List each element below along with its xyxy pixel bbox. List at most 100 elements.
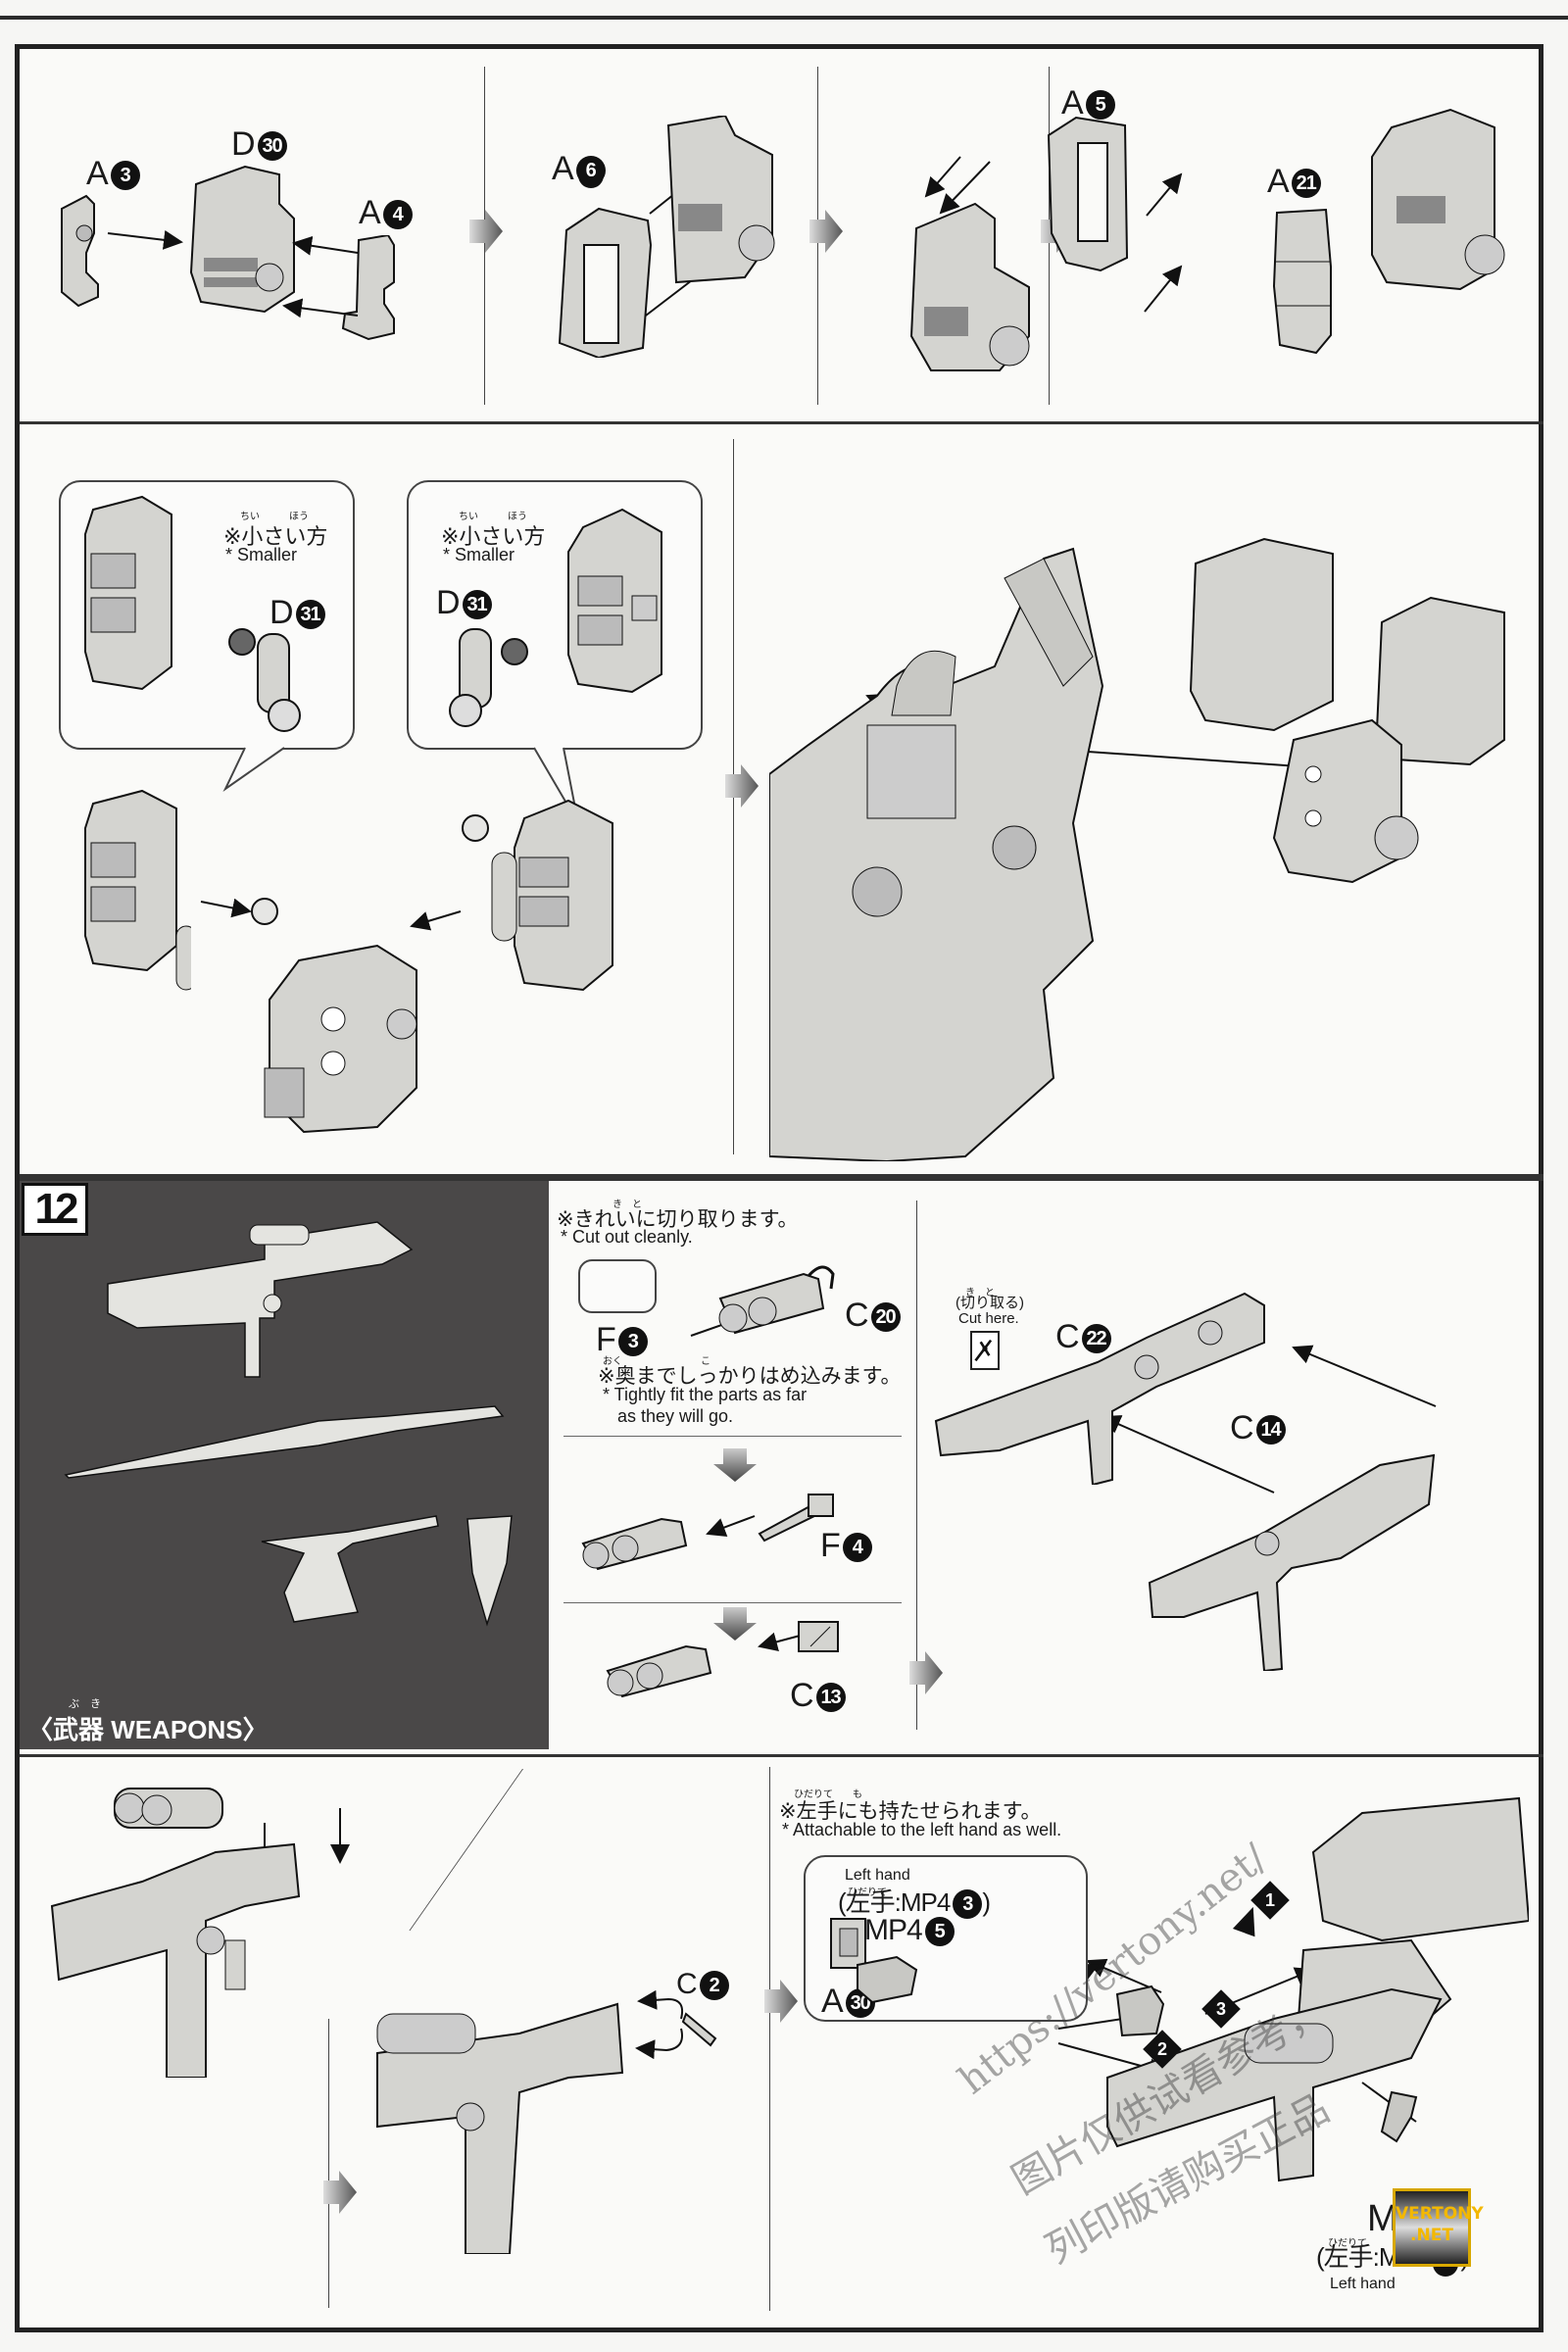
panel-divider	[328, 2019, 329, 2308]
ball-joint-illustration	[500, 637, 529, 666]
section-separator-1	[20, 421, 1544, 424]
part-a30-illustration	[828, 1914, 869, 1973]
ruby-text: き と	[965, 1288, 995, 1298]
fit-note-jp: ※奥までしっかりはめ込みます。	[598, 1365, 902, 1388]
panel-divider	[769, 1767, 770, 2311]
next-step-arrow-icon	[909, 1651, 943, 1694]
pack-assembly-left-illustration	[83, 789, 197, 995]
heat-hawk-axe-illustration	[260, 1514, 441, 1627]
machine-gun-assembly-illustration	[49, 1842, 304, 2079]
ruby-text: ちい ほう	[240, 512, 309, 522]
ball-joint-illustration	[250, 897, 279, 926]
hand-piece-illustration	[1112, 1984, 1166, 2038]
left-hand-en-label: Left hand	[1330, 2276, 1396, 2292]
part-a3-illustration	[57, 194, 101, 308]
heat-hawk-blade-illustration	[64, 1401, 505, 1480]
ball-joint-illustration	[461, 813, 490, 843]
page-top-rule	[0, 16, 1568, 20]
backpack-core-illustration	[260, 941, 436, 1137]
left-hand-illustration	[853, 1955, 921, 2004]
part-a5-illustration	[1047, 116, 1130, 272]
next-step-arrow-icon	[764, 1980, 798, 2023]
part-assembly-illustration	[906, 199, 1039, 375]
backpack-assembled-illustration	[1186, 534, 1529, 892]
ruby-text: おく こ	[603, 1356, 710, 1367]
smaller-note-jp: ※小さい方	[441, 524, 546, 549]
cut-here-en: Cut here.	[958, 1310, 1019, 1327]
panel-divider	[916, 1200, 917, 1730]
smaller-note-en: * Smaller	[225, 545, 298, 564]
next-step-arrow-icon	[809, 210, 843, 253]
part-d31-illustration	[250, 632, 304, 735]
section-separator-2	[20, 1174, 1544, 1181]
left-hand-note-en: * Attachable to the left hand as well.	[782, 1820, 1062, 1839]
part-assembly-illustration	[1367, 108, 1509, 294]
part-c2-illustration	[681, 2004, 720, 2048]
ruby-text: ひだりて	[1328, 2238, 1367, 2249]
part-d30-illustration	[186, 165, 299, 317]
vertony-badge-logo: VERTONY .NET	[1393, 2188, 1484, 2267]
part-c13-illustration	[796, 1617, 850, 1656]
left-hand-note-jp: ※左手にも持たせられます。	[779, 1800, 1042, 1823]
next-step-arrow-icon	[323, 2171, 357, 2214]
mobile-suit-body-illustration	[768, 529, 1152, 1163]
pack-assembly-right-illustration	[490, 799, 627, 995]
gun-half-c22-illustration	[931, 1284, 1294, 1487]
ball-joint-illustration	[227, 627, 257, 657]
next-step-arrow-icon	[725, 764, 759, 808]
fit-note-en: as they will go.	[617, 1406, 734, 1426]
down-arrow-icon	[713, 1448, 757, 1482]
ruby-text: ひだりて	[848, 1887, 887, 1898]
part-a6-illustration	[555, 201, 653, 360]
pack-module-illustration	[564, 508, 666, 694]
ruby-text: ちい ほう	[459, 512, 527, 522]
down-arrow-icon	[713, 1607, 757, 1641]
detail-callout-cut	[578, 1259, 657, 1313]
scope-illustration	[110, 1779, 227, 1838]
mobile-suit-arm-with-gun-illustration	[1078, 1793, 1531, 2185]
scope-assembly-illustration	[578, 1504, 696, 1573]
smaller-note-en: * Smaller	[443, 545, 515, 564]
ruby-text: き と	[612, 1200, 642, 1210]
smaller-note-jp: ※小さい方	[223, 524, 328, 549]
scope-assembly-illustration	[603, 1632, 720, 1700]
ruby-text: ぶ き	[69, 1698, 101, 1710]
pack-module-illustration	[83, 495, 176, 691]
section-separator-3	[20, 1754, 1544, 1757]
cut-note-jp: ※きれいに切り取ります。	[557, 1208, 799, 1231]
left-hand-en-label: Left hand	[845, 1867, 910, 1884]
hand-piece-illustration	[1377, 2087, 1421, 2146]
part-a21-illustration	[1272, 208, 1336, 355]
fit-note-en: * Tightly fit the parts as far	[603, 1385, 808, 1404]
blade-tip-illustration	[463, 1514, 516, 1627]
part-a4-illustration	[339, 233, 396, 341]
gun-half-c14-illustration	[1145, 1387, 1439, 1673]
cut-here-jp: (切り取る)	[956, 1295, 1024, 1311]
substep-divider	[564, 1602, 902, 1603]
machine-gun-assembly-illustration	[372, 1999, 627, 2255]
scope-c20-illustration	[715, 1264, 838, 1338]
part-d31-illustration	[446, 627, 500, 730]
step-number: 12	[22, 1183, 88, 1236]
nipper-cut-icon	[970, 1331, 1000, 1370]
ruby-text: ひだりて も	[794, 1789, 862, 1800]
next-step-arrow-icon	[469, 210, 503, 253]
machine-gun-preview-illustration	[98, 1220, 431, 1382]
